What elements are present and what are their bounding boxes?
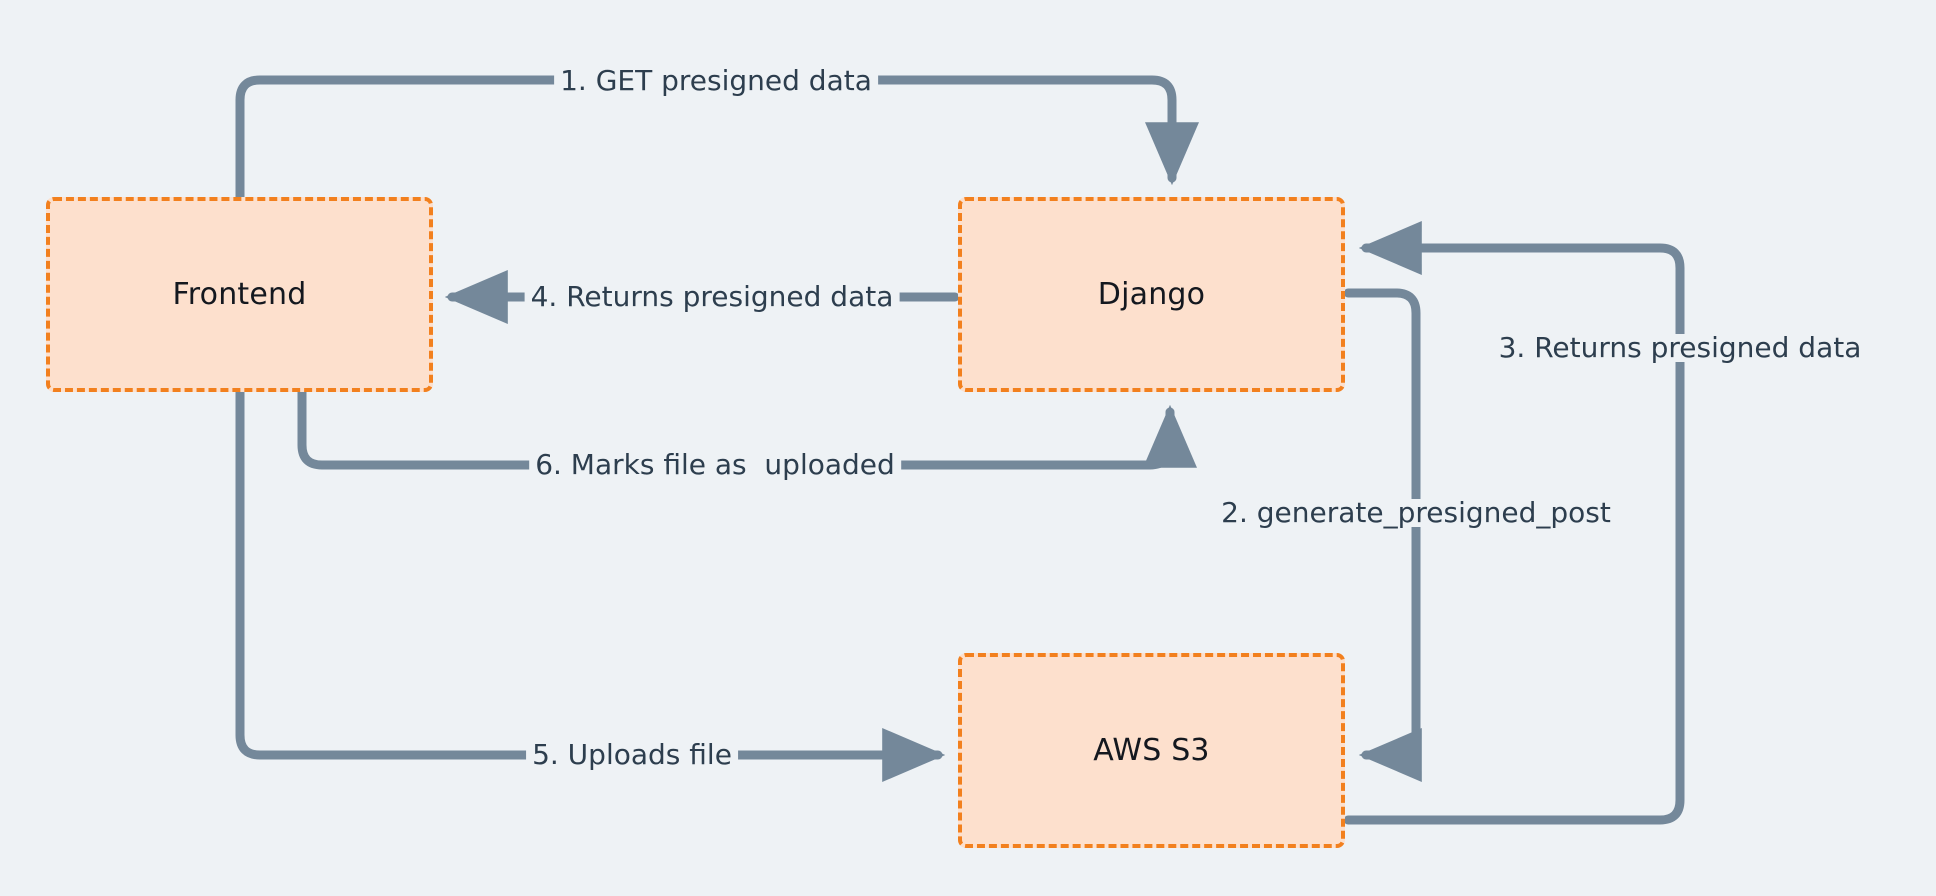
edge-label-6: 6. Marks file as uploaded (529, 451, 901, 479)
connector-3-returns-presigned-data (1343, 221, 1685, 825)
edge-label-4: 4. Returns presigned data (524, 283, 900, 311)
edge-label-5: 5. Uploads file (526, 741, 738, 769)
node-frontend-label: Frontend (172, 277, 307, 312)
node-aws-s3-label: AWS S3 (1093, 733, 1210, 768)
edge-label-3: 3. Returns presigned data (1492, 334, 1868, 362)
node-aws-s3[interactable]: AWS S3 (958, 653, 1345, 848)
connector-5-uploads-file (235, 387, 946, 782)
connector-1-get-presigned-data (235, 75, 1199, 202)
edge-label-2: 2. generate_presigned_post (1215, 499, 1617, 527)
node-django[interactable]: Django (958, 197, 1345, 392)
node-frontend[interactable]: Frontend (46, 197, 433, 392)
edge-label-1: 1. GET presigned data (554, 67, 878, 95)
node-django-label: Django (1097, 277, 1206, 312)
